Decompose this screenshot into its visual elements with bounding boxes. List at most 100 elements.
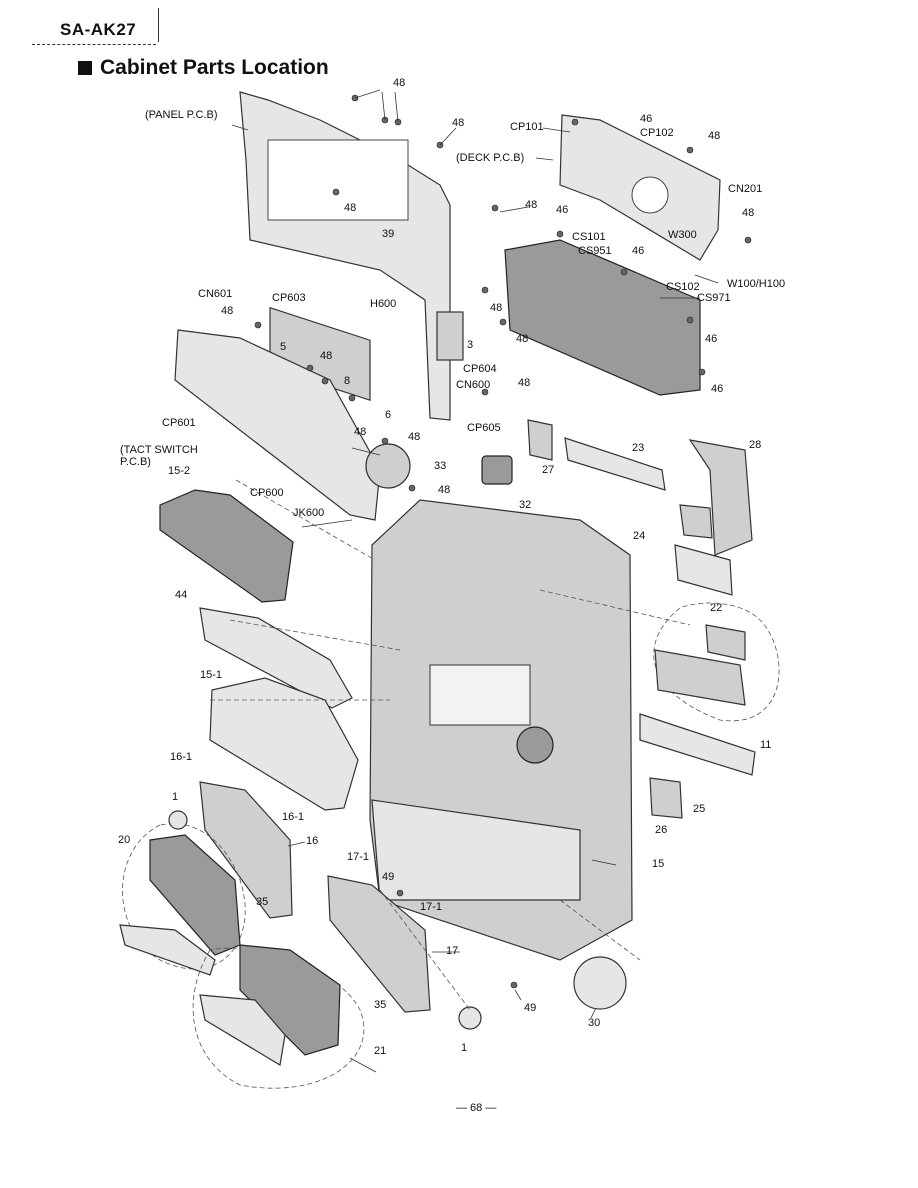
label-cp101: CP101 xyxy=(510,121,544,133)
label-cn601: CN601 xyxy=(198,288,233,300)
callout-30: 30 xyxy=(588,1017,601,1029)
callout-21: 21 xyxy=(374,1045,387,1057)
frame-16 xyxy=(199,781,293,919)
label-w300: W300 xyxy=(668,229,697,241)
holder-22 xyxy=(674,544,733,596)
callout-48: 48 xyxy=(708,130,721,142)
callout-33: 33 xyxy=(434,460,447,472)
panel-44 xyxy=(199,607,353,709)
label-cs101: CS101 xyxy=(572,231,606,243)
callout-48: 48 xyxy=(408,431,421,443)
part-11a xyxy=(705,624,746,661)
callout-15: 15 xyxy=(652,858,665,870)
callout-15-1: 15-1 xyxy=(200,669,223,681)
knob-30 xyxy=(573,956,627,1010)
foot-1-left xyxy=(168,810,188,830)
header-divider xyxy=(158,8,159,42)
callout-35: 35 xyxy=(374,999,387,1011)
callout-5: 5 xyxy=(280,341,287,353)
lid-21 xyxy=(199,994,286,1066)
callout-48: 48 xyxy=(490,302,503,314)
leader-lines xyxy=(231,89,719,1073)
callout-48: 48 xyxy=(393,77,406,89)
group-20-outline xyxy=(122,823,246,970)
callout-26: 26 xyxy=(655,824,668,836)
callout-48: 48 xyxy=(438,484,451,496)
lid-20 xyxy=(119,924,216,976)
cabinet-volume-knob xyxy=(516,726,554,764)
label-cs102: CS102 xyxy=(666,281,700,293)
deck-pcb-hole xyxy=(631,176,669,214)
callout-28: 28 xyxy=(749,439,762,451)
callout-48: 48 xyxy=(344,202,357,214)
foot-1-right xyxy=(458,1006,482,1030)
callout-48: 48 xyxy=(518,377,531,389)
callout-46: 46 xyxy=(705,333,718,345)
bracket-27 xyxy=(527,419,553,461)
square-bullet-icon xyxy=(78,61,92,75)
callout-39: 39 xyxy=(382,228,395,240)
callout-48: 48 xyxy=(452,117,465,129)
page-title: Cabinet Parts Location xyxy=(78,56,329,80)
callout-44: 44 xyxy=(175,589,188,601)
label-cp102: CP102 xyxy=(640,127,674,139)
model-underline xyxy=(32,44,156,45)
callout-46: 46 xyxy=(711,383,724,395)
bracket-28 xyxy=(688,439,753,556)
knob-33 xyxy=(365,443,411,489)
label-cp600: CP600 xyxy=(250,487,284,499)
callout-16-1: 16-1 xyxy=(282,811,305,823)
callout-48: 48 xyxy=(525,199,538,211)
label-cn600: CN600 xyxy=(456,379,491,391)
label-cp601: CP601 xyxy=(162,417,196,429)
callout-1: 1 xyxy=(172,791,179,803)
door-21 xyxy=(239,944,341,1056)
label-cn201: CN201 xyxy=(728,183,763,195)
callout-46: 46 xyxy=(632,245,645,257)
page-number: — 68 — xyxy=(456,1102,497,1114)
callout-46: 46 xyxy=(556,204,569,216)
page-title-text: Cabinet Parts Location xyxy=(100,56,329,79)
holder-23 xyxy=(564,437,666,491)
label-deck-pcb: (DECK P.C.B) xyxy=(456,152,525,164)
assembly-guides xyxy=(210,479,691,1011)
callout-48: 48 xyxy=(320,350,333,362)
callout-24: 24 xyxy=(633,530,646,542)
callout-1: 1 xyxy=(461,1042,468,1054)
callout-20: 20 xyxy=(118,834,131,846)
frame-17 xyxy=(327,875,431,1013)
panel-15-2 xyxy=(159,489,294,603)
panel-15-1 xyxy=(209,677,359,811)
deck-mechanism xyxy=(504,239,701,396)
callout-25: 25 xyxy=(693,803,706,815)
label-panel-pcb: (PANEL P.C.B) xyxy=(145,109,218,121)
label-tact-switch-pcb: (TACT SWITCH P.C.B) xyxy=(120,444,198,468)
callout-48: 48 xyxy=(354,426,367,438)
callout-22: 22 xyxy=(710,602,723,614)
group-11-outline xyxy=(653,602,780,722)
cabinet-display-window xyxy=(429,664,531,726)
label-jk600: JK600 xyxy=(293,507,325,519)
tact-switch-pcb xyxy=(174,329,381,521)
callout-11: 11 xyxy=(760,739,772,751)
callout-49: 49 xyxy=(382,871,395,883)
callout-17-1: 17-1 xyxy=(347,851,370,863)
callout-46: 46 xyxy=(640,113,653,125)
ribbon-3 xyxy=(436,311,464,361)
cabinet-tray xyxy=(371,799,581,901)
model-number: SA-AK27 xyxy=(60,20,137,39)
label-h600: H600 xyxy=(370,298,397,310)
jack-32 xyxy=(481,455,513,485)
callout-27: 27 xyxy=(542,464,555,476)
callout-35: 35 xyxy=(256,896,269,908)
label-cs951: CS951 xyxy=(578,245,612,257)
callout-6: 6 xyxy=(385,409,392,421)
callout-17: 17 xyxy=(446,945,459,957)
callout-17-1: 17-1 xyxy=(420,901,443,913)
callout-48: 48 xyxy=(742,207,755,219)
part-25 xyxy=(639,713,756,776)
callout-16: 16 xyxy=(306,835,319,847)
spring-24 xyxy=(679,504,713,539)
label-cp605: CP605 xyxy=(467,422,501,434)
